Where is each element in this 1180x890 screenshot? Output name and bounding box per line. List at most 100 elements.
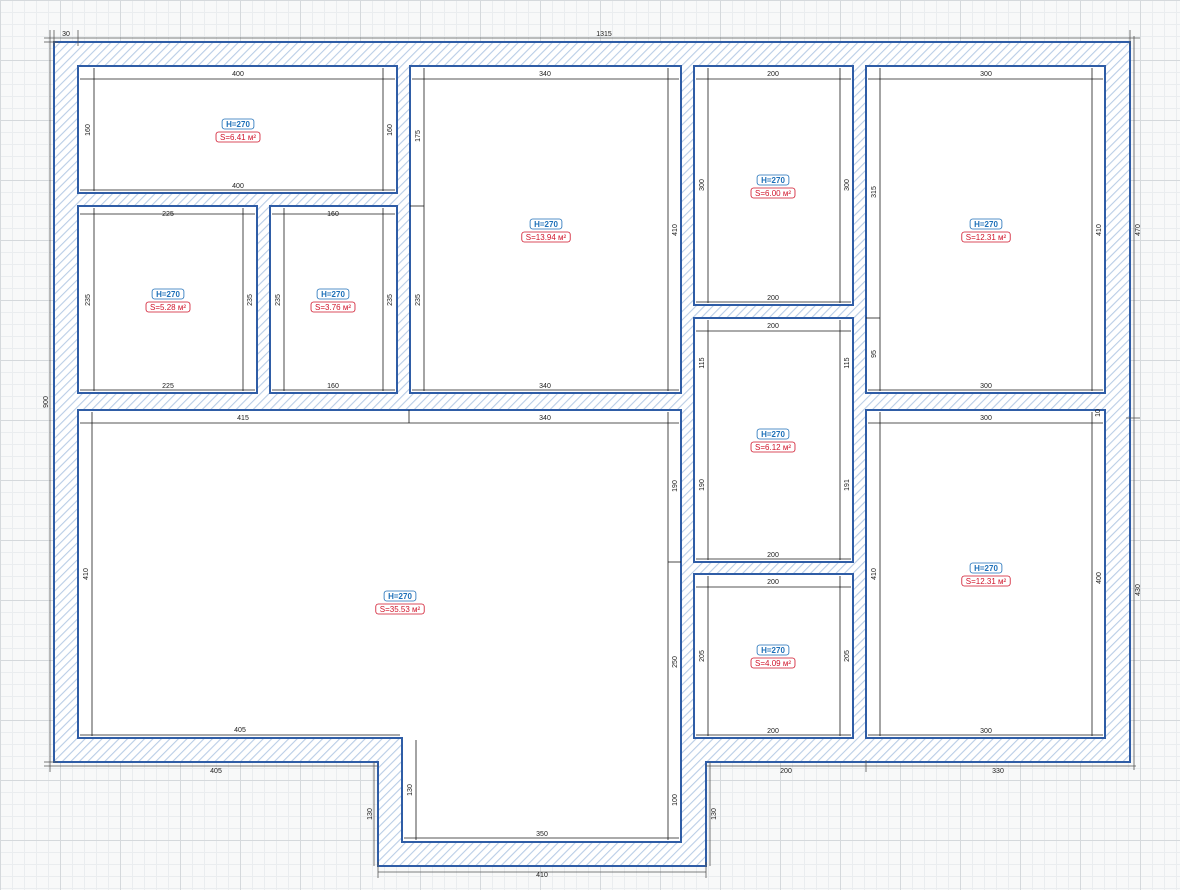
svg-text:S=6.00 м²: S=6.00 м²: [755, 189, 791, 198]
r8-right-dim-a: 115: [844, 357, 851, 368]
r6-top-dim: 300: [980, 71, 992, 78]
r1-top-dim: 400: [232, 71, 244, 78]
dim-left-total: 900: [43, 396, 50, 408]
svg-text:H=270: H=270: [226, 120, 250, 129]
svg-text:H=270: H=270: [761, 176, 785, 185]
room-6-area-label: S=12.31 м²: [961, 231, 1011, 243]
r7-left-dim: 410: [83, 568, 90, 580]
r7-bottom-dim-a: 405: [234, 727, 246, 734]
room-2-area[interactable]: [77, 205, 258, 394]
room-10-area-label: S=12.31 м²: [961, 575, 1011, 587]
r9-left-dim: 205: [699, 650, 706, 662]
svg-text:H=270: H=270: [534, 220, 558, 229]
r7-right-dim-b: 250: [672, 656, 679, 668]
room-6-area[interactable]: [865, 65, 1106, 394]
dim-right-upper: 470: [1135, 224, 1142, 236]
room-7-area[interactable]: [77, 409, 682, 843]
room-10-height-label: H=270: [969, 562, 1003, 574]
r8-left-dim-a: 115: [699, 357, 706, 368]
svg-text:H=270: H=270: [974, 564, 998, 573]
svg-text:S=13.94 м²: S=13.94 м²: [526, 233, 567, 242]
svg-text:S=6.41 м²: S=6.41 м²: [220, 133, 256, 142]
r1-left-dim: 160: [85, 124, 92, 136]
r7-top-dim-a: 415: [237, 415, 249, 422]
r3-right-dim: 235: [387, 294, 394, 306]
r10-bottom-dim: 300: [980, 728, 992, 735]
rooms: [77, 65, 1106, 843]
dim-bay-left-inner: 130: [407, 784, 414, 796]
r7-bay-bottom-dim: 350: [536, 831, 548, 838]
dim-top-wall: 30: [62, 31, 70, 38]
room-8-area-label: S=6.12 м²: [750, 441, 796, 453]
room-1-area-label: S=6.41 м²: [215, 131, 261, 143]
r7-right-dim-a: 190: [672, 480, 679, 492]
r2-left-dim: 235: [85, 294, 92, 306]
r1-bottom-dim: 400: [232, 183, 244, 190]
room-1-area[interactable]: [77, 65, 398, 194]
r6-left-dim-b: 95: [871, 350, 878, 358]
room-8-height-label: H=270: [756, 428, 790, 440]
svg-text:S=5.28 м²: S=5.28 м²: [150, 303, 186, 312]
r6-right-dim: 410: [1096, 224, 1103, 236]
room-9-area-label: S=4.09 м²: [750, 657, 796, 669]
r3-top-dim: 160: [327, 211, 339, 218]
r7-right-dim-c: 100: [672, 794, 679, 806]
dim-bay-left-outer: 130: [367, 808, 374, 820]
r9-right-dim: 205: [844, 650, 851, 662]
dim-right-lower: 430: [1135, 584, 1142, 596]
r4-left-dim-a: 175: [415, 130, 422, 142]
room-dimension-texts: 400 400 160 160 225 225 235 235 160 160 …: [83, 71, 1103, 838]
room-5-area[interactable]: [693, 65, 854, 306]
r10-top-dim: 300: [980, 415, 992, 422]
r3-left-dim: 235: [275, 294, 282, 306]
r6-left-dim-a: 315: [871, 186, 878, 198]
svg-text:H=270: H=270: [156, 290, 180, 299]
inner-dimension-lines: [80, 68, 1103, 840]
r10-left-dim: 410: [871, 568, 878, 580]
svg-text:H=270: H=270: [761, 430, 785, 439]
dim-bottom-right-a: 200: [780, 768, 792, 775]
r7-top-dim-b: 340: [539, 415, 551, 422]
r10-right-dim: 400: [1096, 572, 1103, 584]
r4-bottom-dim: 340: [539, 383, 551, 390]
r5-left-dim: 300: [699, 179, 706, 191]
r2-right-dim: 235: [247, 294, 254, 306]
room-6-height-label: H=270: [969, 218, 1003, 230]
room-3-area-label: S=3.76 м²: [310, 301, 356, 313]
room-4-area[interactable]: [409, 65, 682, 394]
room-9-height-label: H=270: [756, 644, 790, 656]
room-3-area[interactable]: [269, 205, 398, 394]
room-8-area[interactable]: [693, 317, 854, 563]
svg-text:H=270: H=270: [761, 646, 785, 655]
r9-top-dim: 200: [767, 579, 779, 586]
dim-top-total: 1315: [596, 31, 612, 38]
room-9-area[interactable]: [693, 573, 854, 739]
room-2-height-label: H=270: [151, 288, 185, 300]
r8-top-dim: 200: [767, 323, 779, 330]
r1-right-dim: 160: [387, 124, 394, 136]
room-1-height-label: H=270: [221, 118, 255, 130]
dim-bay-right-outer: 130: [711, 808, 718, 820]
svg-text:S=12.31 м²: S=12.31 м²: [966, 577, 1007, 586]
outer-dimension-lines: [44, 30, 1140, 878]
svg-text:S=12.31 м²: S=12.31 м²: [966, 233, 1007, 242]
r6-bottom-dim: 300: [980, 383, 992, 390]
svg-text:H=270: H=270: [974, 220, 998, 229]
r5-bottom-dim: 200: [767, 295, 779, 302]
r5-top-dim: 200: [767, 71, 779, 78]
dim-bottom-right-b: 330: [992, 768, 1004, 775]
dim-bottom-bay: 410: [536, 872, 548, 879]
r5-right-dim: 300: [844, 179, 851, 191]
room-2-area-label: S=5.28 м²: [145, 301, 191, 313]
room-10-area[interactable]: [865, 409, 1106, 739]
svg-text:S=4.09 м²: S=4.09 м²: [755, 659, 791, 668]
r4-left-dim-b: 235: [415, 294, 422, 306]
r2-top-dim: 225: [162, 211, 174, 218]
r2-bottom-dim: 225: [162, 383, 174, 390]
dim-right-mid: 10: [1095, 409, 1102, 417]
svg-text:H=270: H=270: [321, 290, 345, 299]
room-7-height-label: H=270: [383, 590, 417, 602]
r4-right-dim: 410: [672, 224, 679, 236]
